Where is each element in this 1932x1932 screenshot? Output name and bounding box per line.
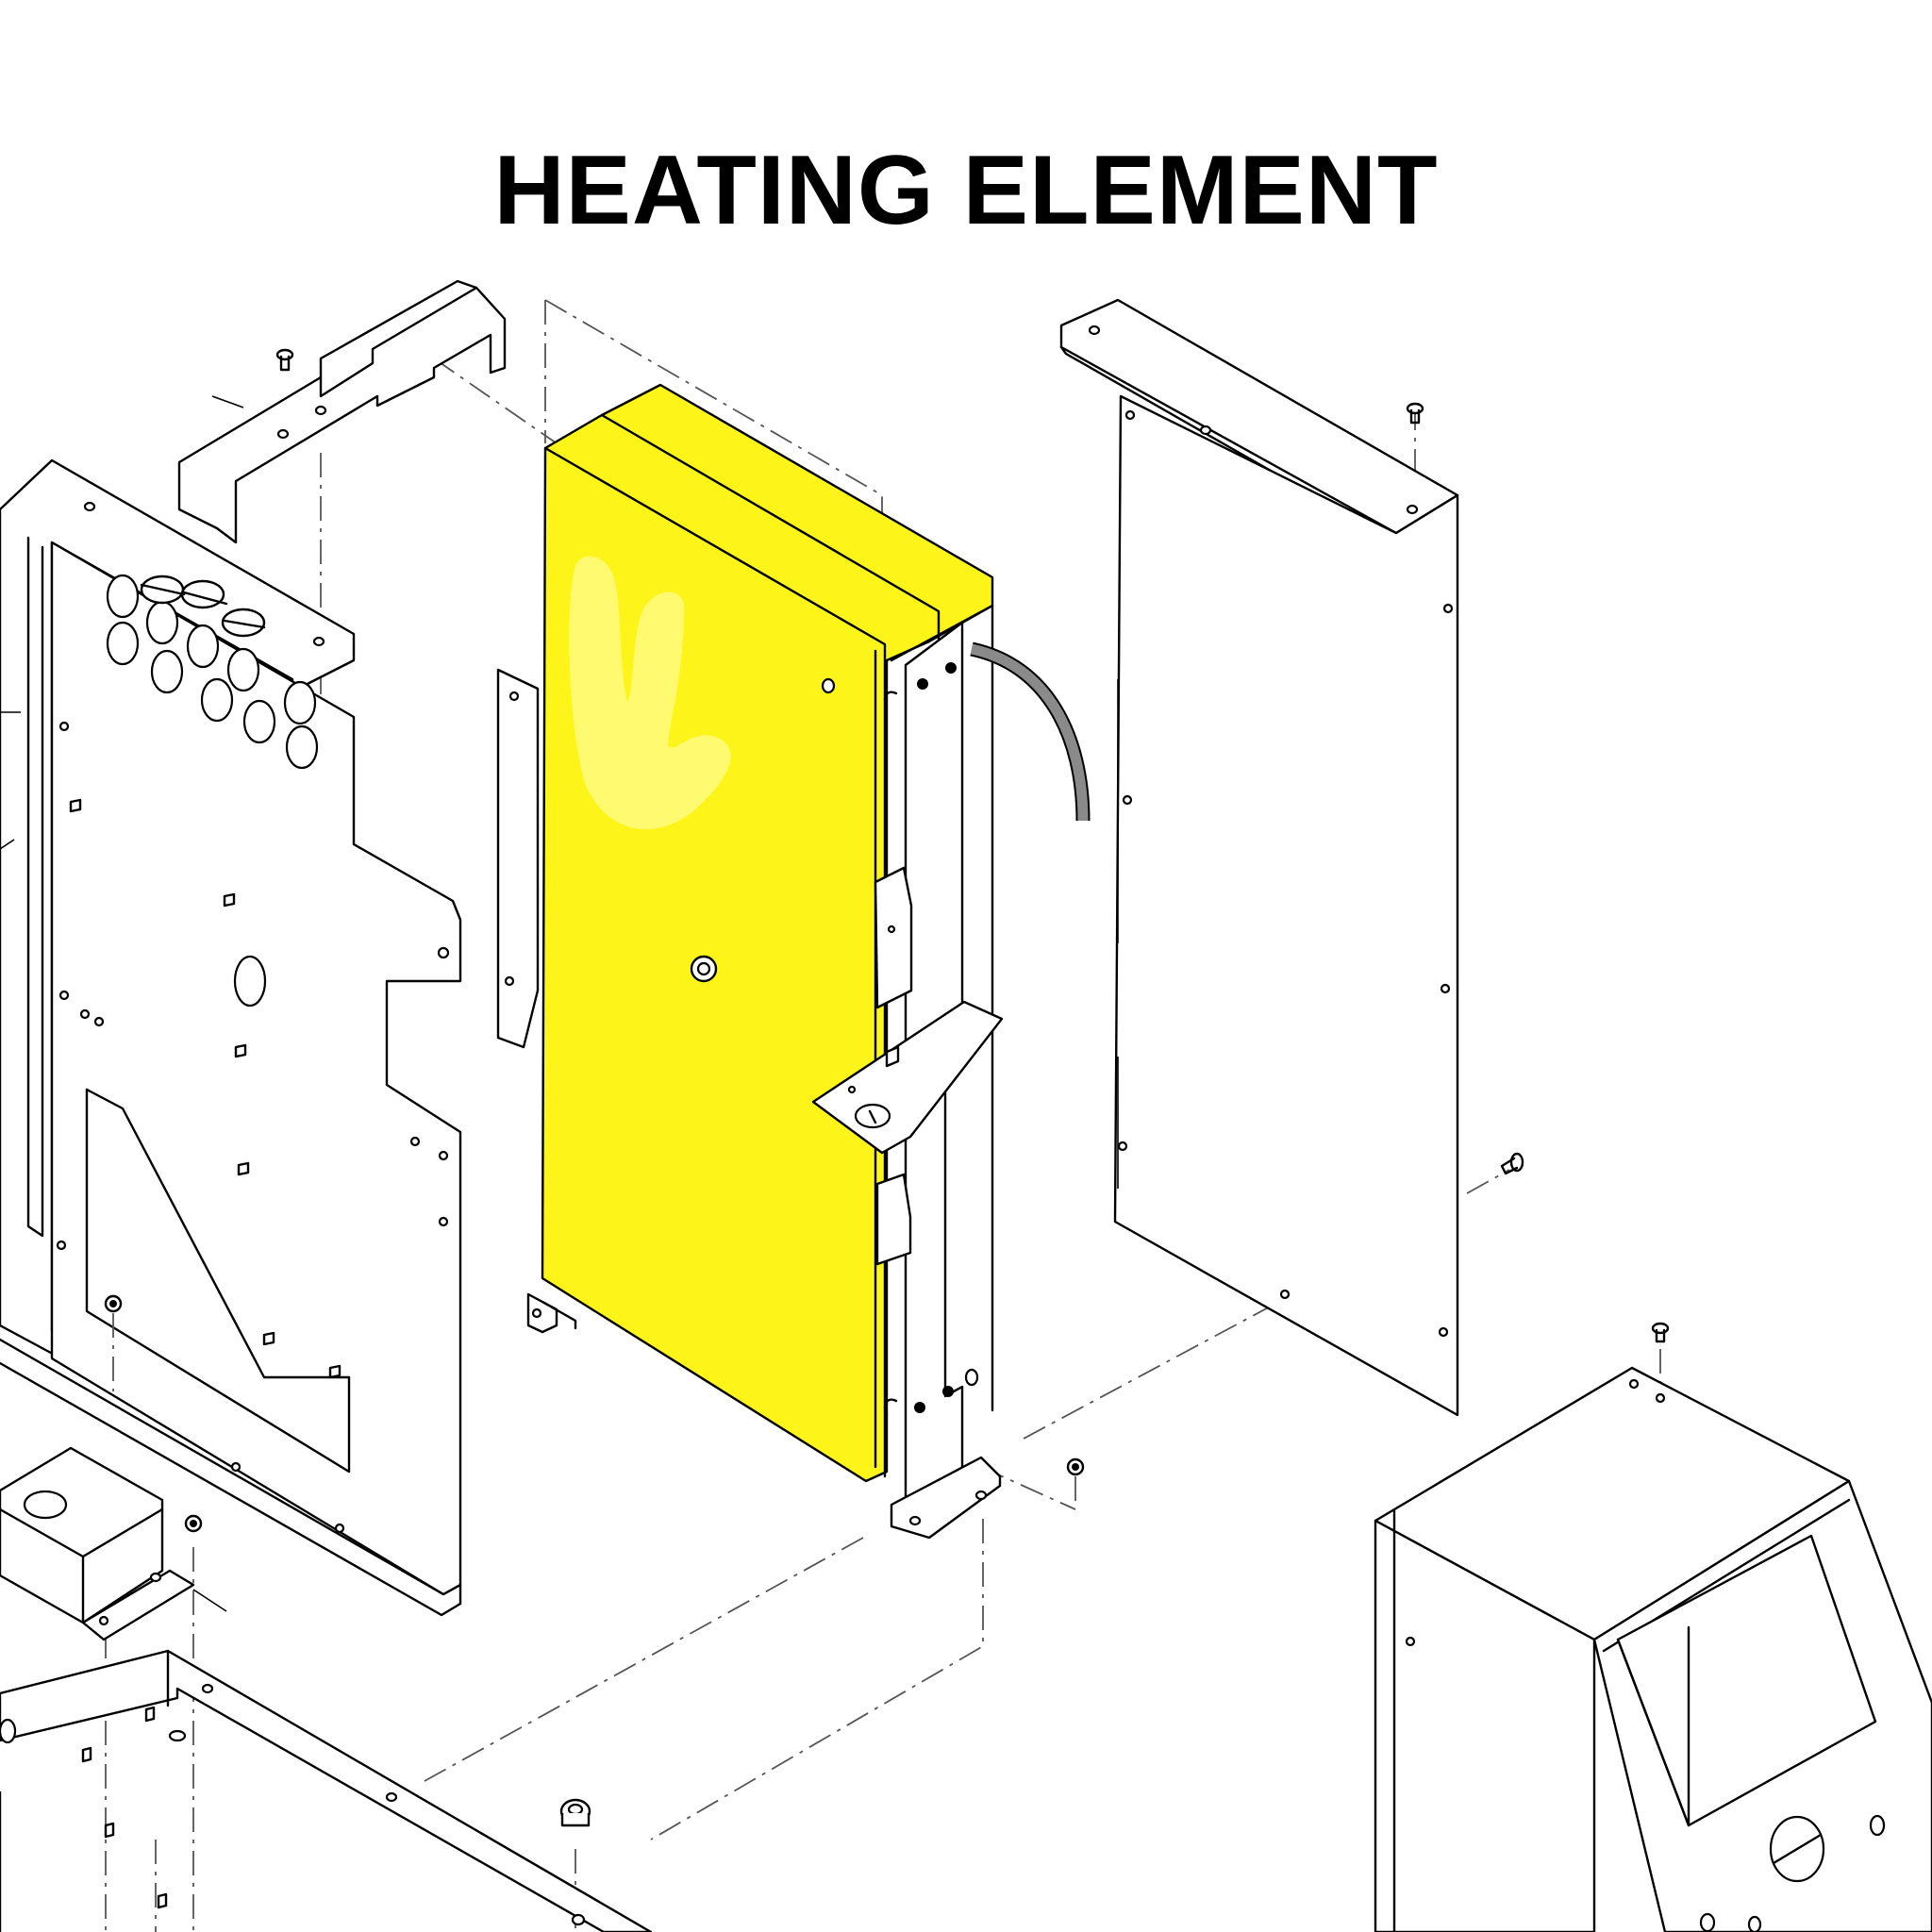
base-frame	[0, 1649, 653, 1932]
side-panel-right	[1059, 298, 1459, 1417]
mounting-tab	[811, 1000, 1004, 1155]
screw-enclosure-top	[1651, 1322, 1670, 1343]
nut-center	[1066, 1457, 1085, 1505]
back-panel-left	[0, 458, 462, 1617]
diagram-title: HEATING ELEMENT	[493, 136, 1439, 245]
screw-top-left	[275, 348, 294, 372]
side-strip	[496, 668, 540, 1049]
center-stud	[690, 955, 718, 983]
cap-nut-bottom	[559, 1798, 591, 1926]
front-enclosure	[1374, 1366, 1932, 1932]
highlight-glare	[569, 556, 731, 830]
knockout-holes	[106, 574, 319, 1008]
screw-right-side	[1500, 1152, 1524, 1175]
nut-left	[104, 1294, 123, 1391]
leader-line	[211, 395, 244, 408]
top-bracket	[177, 279, 507, 544]
nut-bottom-left	[184, 1514, 203, 1533]
bottom-left-bracket	[0, 1446, 227, 1641]
screw-right-top	[1406, 402, 1424, 425]
